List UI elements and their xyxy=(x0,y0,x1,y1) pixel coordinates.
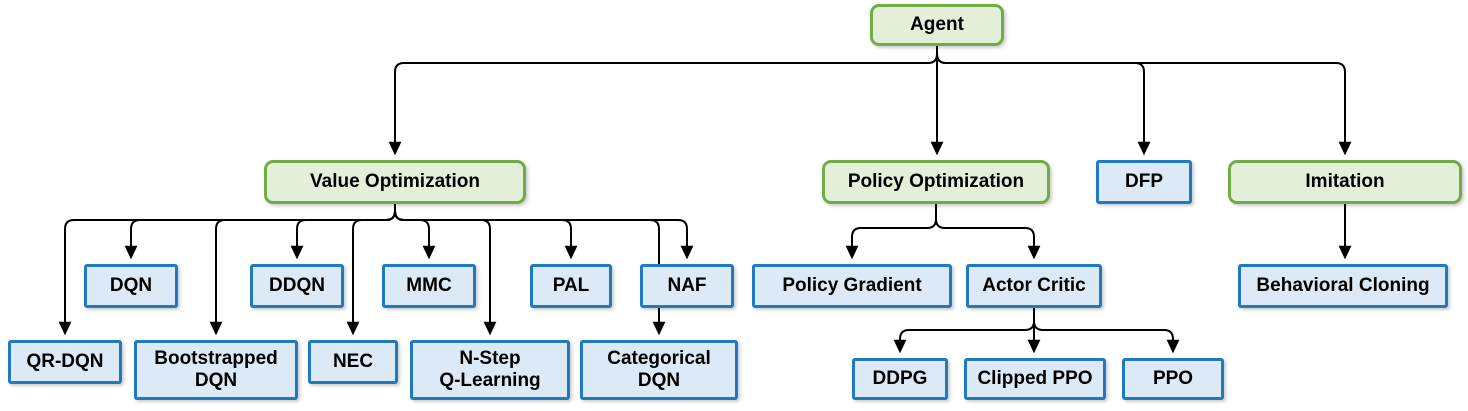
connector-policy_optimization-to-actor_critic xyxy=(935,204,1041,260)
node-ddpg[interactable]: DDPG xyxy=(852,358,948,400)
node-agent[interactable]: Agent xyxy=(870,4,1004,46)
node-actor_critic[interactable]: Actor Critic xyxy=(966,264,1102,308)
connector-actor_critic-to-ddpg xyxy=(893,308,1035,354)
node-imitation[interactable]: Imitation xyxy=(1228,160,1462,204)
node-n_step_q_learning[interactable]: N-Step Q-Learning xyxy=(410,340,570,400)
connector-value_optimization-to-pal xyxy=(394,204,578,260)
node-bootstrapped_dqn[interactable]: Bootstrapped DQN xyxy=(134,340,298,400)
connector-agent-to-dfp xyxy=(936,46,1151,156)
node-behavioral_cloning[interactable]: Behavioral Cloning xyxy=(1238,264,1448,308)
connector-value_optimization-to-dqn xyxy=(124,204,396,260)
connector-value_optimization-to-mmc xyxy=(394,204,436,260)
node-nec[interactable]: NEC xyxy=(308,340,398,384)
connector-policy_optimization-to-policy_gradient xyxy=(845,204,937,260)
connector-actor_critic-to-ppo xyxy=(1033,308,1180,354)
node-mmc[interactable]: MMC xyxy=(382,264,476,308)
node-ddqn[interactable]: DDQN xyxy=(250,264,344,308)
node-clipped_ppo[interactable]: Clipped PPO xyxy=(964,358,1106,400)
node-value_optimization[interactable]: Value Optimization xyxy=(264,160,526,204)
node-dfp[interactable]: DFP xyxy=(1096,160,1192,204)
connector-value_optimization-to-naf xyxy=(394,204,694,260)
node-dqn[interactable]: DQN xyxy=(84,264,178,308)
connector-agent-to-value_optimization xyxy=(388,46,938,156)
node-ppo[interactable]: PPO xyxy=(1122,358,1224,400)
connector-agent-to-imitation xyxy=(936,46,1352,156)
node-policy_optimization[interactable]: Policy Optimization xyxy=(822,160,1050,204)
node-naf[interactable]: NAF xyxy=(640,264,734,308)
node-policy_gradient[interactable]: Policy Gradient xyxy=(752,264,952,308)
node-categorical_dqn[interactable]: Categorical DQN xyxy=(580,340,738,400)
connector-value_optimization-to-ddqn xyxy=(290,204,396,260)
node-qr_dqn[interactable]: QR-DQN xyxy=(8,340,122,384)
node-pal[interactable]: PAL xyxy=(530,264,612,308)
